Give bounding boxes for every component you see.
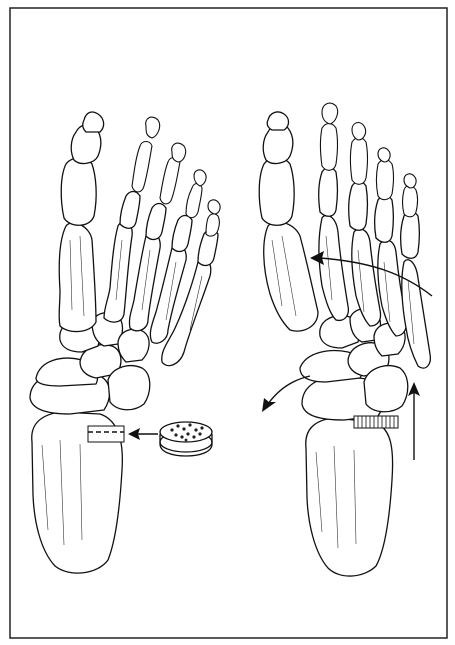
- right-phalanx-5-proximal: [401, 212, 420, 259]
- right-phalanx-5-distal: [403, 186, 418, 217]
- right-phalanx-3-distal: [351, 138, 368, 185]
- right-calcaneus: [306, 418, 393, 576]
- right-phalanx-1-proximal: [259, 158, 294, 225]
- right-phalanx-2-distal: [321, 124, 338, 171]
- left-lateral-cuneiform: [118, 329, 149, 362]
- right-cuboid: [364, 366, 408, 412]
- right-phalanx-3-proximal: [349, 182, 368, 231]
- left-phalanx-1-proximal: [61, 158, 96, 225]
- left-metatarsal-1: [59, 223, 96, 332]
- right-phalanx-2-proximal: [319, 168, 338, 217]
- left-osteotomy-site: [88, 426, 124, 442]
- right-phalanx-3-tip: [352, 123, 366, 140]
- left-phalanx-3-tip: [172, 143, 186, 162]
- right-phalanx-4-distal: [377, 160, 394, 200]
- left-cuboid: [108, 366, 150, 410]
- right-graft-inserted: [354, 416, 398, 428]
- right-phalanx-4-proximal: [375, 196, 394, 243]
- right-phalanx-1-tip: [267, 112, 288, 130]
